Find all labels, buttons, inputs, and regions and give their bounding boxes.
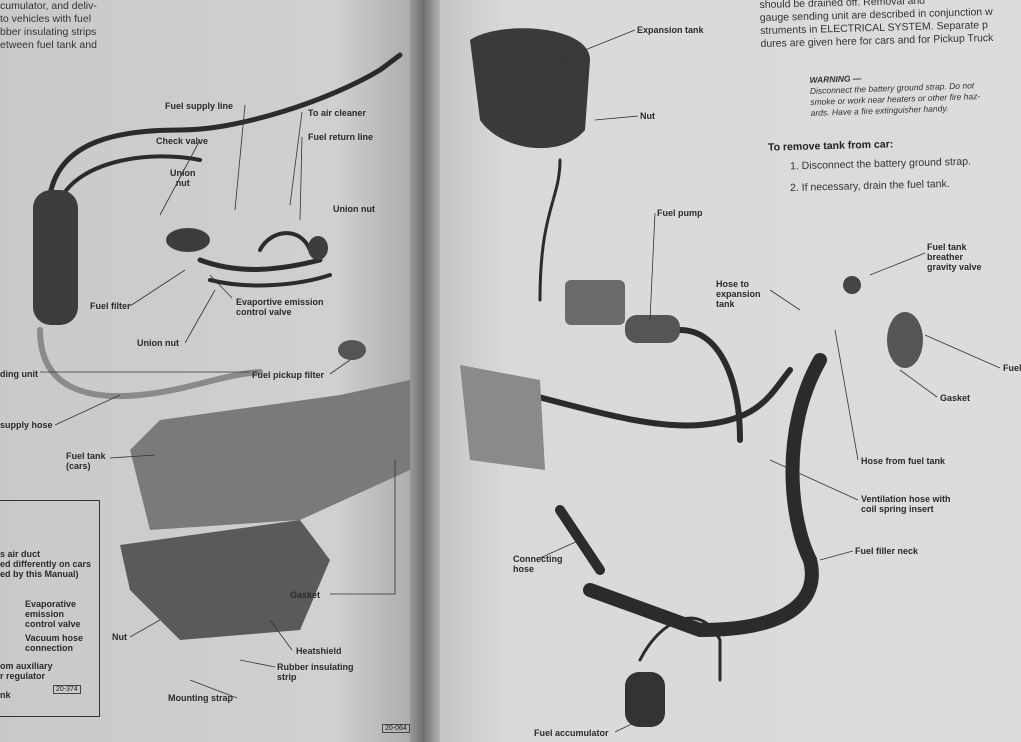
label-nut: Nut: [640, 111, 655, 121]
breather-valve: [843, 276, 861, 294]
warning-heading: WARNING —: [809, 73, 862, 85]
tank-corner: [460, 365, 545, 470]
inset-figure-number: 20-374: [53, 685, 81, 694]
label-to-air-cleaner: To air cleaner: [308, 108, 366, 118]
text-line: to vehicles with fuel: [0, 13, 92, 25]
label-nut: Nut: [112, 632, 127, 642]
fuel-filter-body: [166, 228, 210, 252]
fuel-pump-hose: [677, 327, 743, 443]
label-union-nut: Union nut: [170, 168, 196, 188]
label-supply-hose: supply hose: [0, 420, 53, 430]
label-rubber-strip: Rubber insulating strip: [277, 662, 354, 682]
evap-valve: [308, 236, 328, 260]
text-line: bber insulating strips: [0, 26, 97, 38]
label-union-nut: Union nut: [137, 338, 179, 348]
warning-block: WARNING — Disconnect the battery ground …: [809, 69, 981, 119]
book-gutter: [410, 0, 440, 742]
pump-bracket: [565, 280, 625, 325]
hose-pipe-2: [208, 273, 332, 288]
heatshield: [120, 520, 330, 640]
warning-text: Disconnect the battery ground strap. Do …: [809, 80, 981, 118]
fuel-return-line-pipe: [58, 154, 202, 202]
label-expansion-tank: Expansion tank: [637, 25, 704, 35]
label-gasket: Gasket: [940, 393, 971, 403]
right-body-text: should be drained off. Removal and gauge…: [759, 0, 993, 51]
label-air-duct: s air duct ed differently on cars ed by …: [0, 549, 92, 579]
label-fuel-pickup-filter: Fuel pickup filter: [252, 370, 325, 380]
figure-number: 20-064: [382, 724, 410, 733]
text-line: cumulator, and deliv-: [0, 0, 97, 12]
label-hose-from-fuel-tank: Hose from fuel tank: [861, 456, 946, 466]
label-mounting-strap: Mounting strap: [168, 693, 233, 703]
label-evaporative-valve: Evaportive emission control valve: [236, 297, 324, 317]
fuel-tank-cars: [130, 380, 410, 530]
label-fuel-return-line: Fuel return line: [308, 132, 374, 142]
label-fuel-filter: Fuel filter: [90, 301, 131, 311]
fuel-pump: [625, 315, 680, 343]
label-connecting-hose: Connecting hose: [513, 554, 563, 574]
label-fuel-pump: Fuel pump: [657, 208, 703, 218]
label-check-valve: Check valve: [156, 136, 209, 146]
return-hose: [258, 231, 312, 252]
filler-neck-pipe: [583, 353, 827, 638]
label-fuel-accumulator: Fuel accumulator: [534, 728, 609, 738]
label-tank: nk: [0, 690, 11, 700]
fuel-accumulator-left: [33, 190, 78, 325]
text-line: etween fuel tank and: [0, 39, 97, 51]
label-breather-valve: Fuel tank breather gravity valve: [927, 242, 982, 272]
label-ventilation-hose: Ventilation hose with coil spring insert: [861, 494, 951, 514]
label-fuel-supply-line: Fuel supply line: [165, 101, 234, 111]
filler-neck-gasket: [887, 312, 923, 368]
left-body-text: cumulator, and deliv- to vehicles with f…: [0, 0, 97, 52]
expansion-tank: [470, 28, 590, 149]
label-fuel-filler-neck: Fuel filler neck: [855, 546, 919, 556]
accumulator-hose: [638, 616, 722, 682]
expansion-hose: [538, 158, 562, 302]
label-vacuum-hose: Vacuum hose connection: [25, 633, 84, 653]
label-fuel-tank-cars: Fuel tank (cars): [66, 451, 106, 471]
hose-pipe: [197, 257, 323, 272]
inset-box: s air duct ed differently on cars ed by …: [0, 500, 100, 717]
label-heatshield: Heatshield: [296, 646, 342, 656]
supply-hose-pipe: [37, 327, 263, 400]
fuel-pickup-filter: [338, 340, 366, 360]
fuel-supply-line-pipe: [47, 52, 403, 198]
label-hose-to-expansion-tank: Hose to expansion tank: [716, 279, 761, 309]
label-auxiliary-regulator: om auxiliary r regulator: [0, 661, 53, 681]
label-union-nut: Union nut: [333, 204, 375, 214]
label-gasket: Gasket: [290, 590, 321, 600]
fuel-accumulator-right: [625, 672, 665, 727]
label-sending-unit: ding unit: [0, 369, 38, 379]
label-fuel-cap: Fuel: [1003, 363, 1021, 373]
label-evaporative-valve: Evaporative emission control valve: [25, 599, 81, 629]
